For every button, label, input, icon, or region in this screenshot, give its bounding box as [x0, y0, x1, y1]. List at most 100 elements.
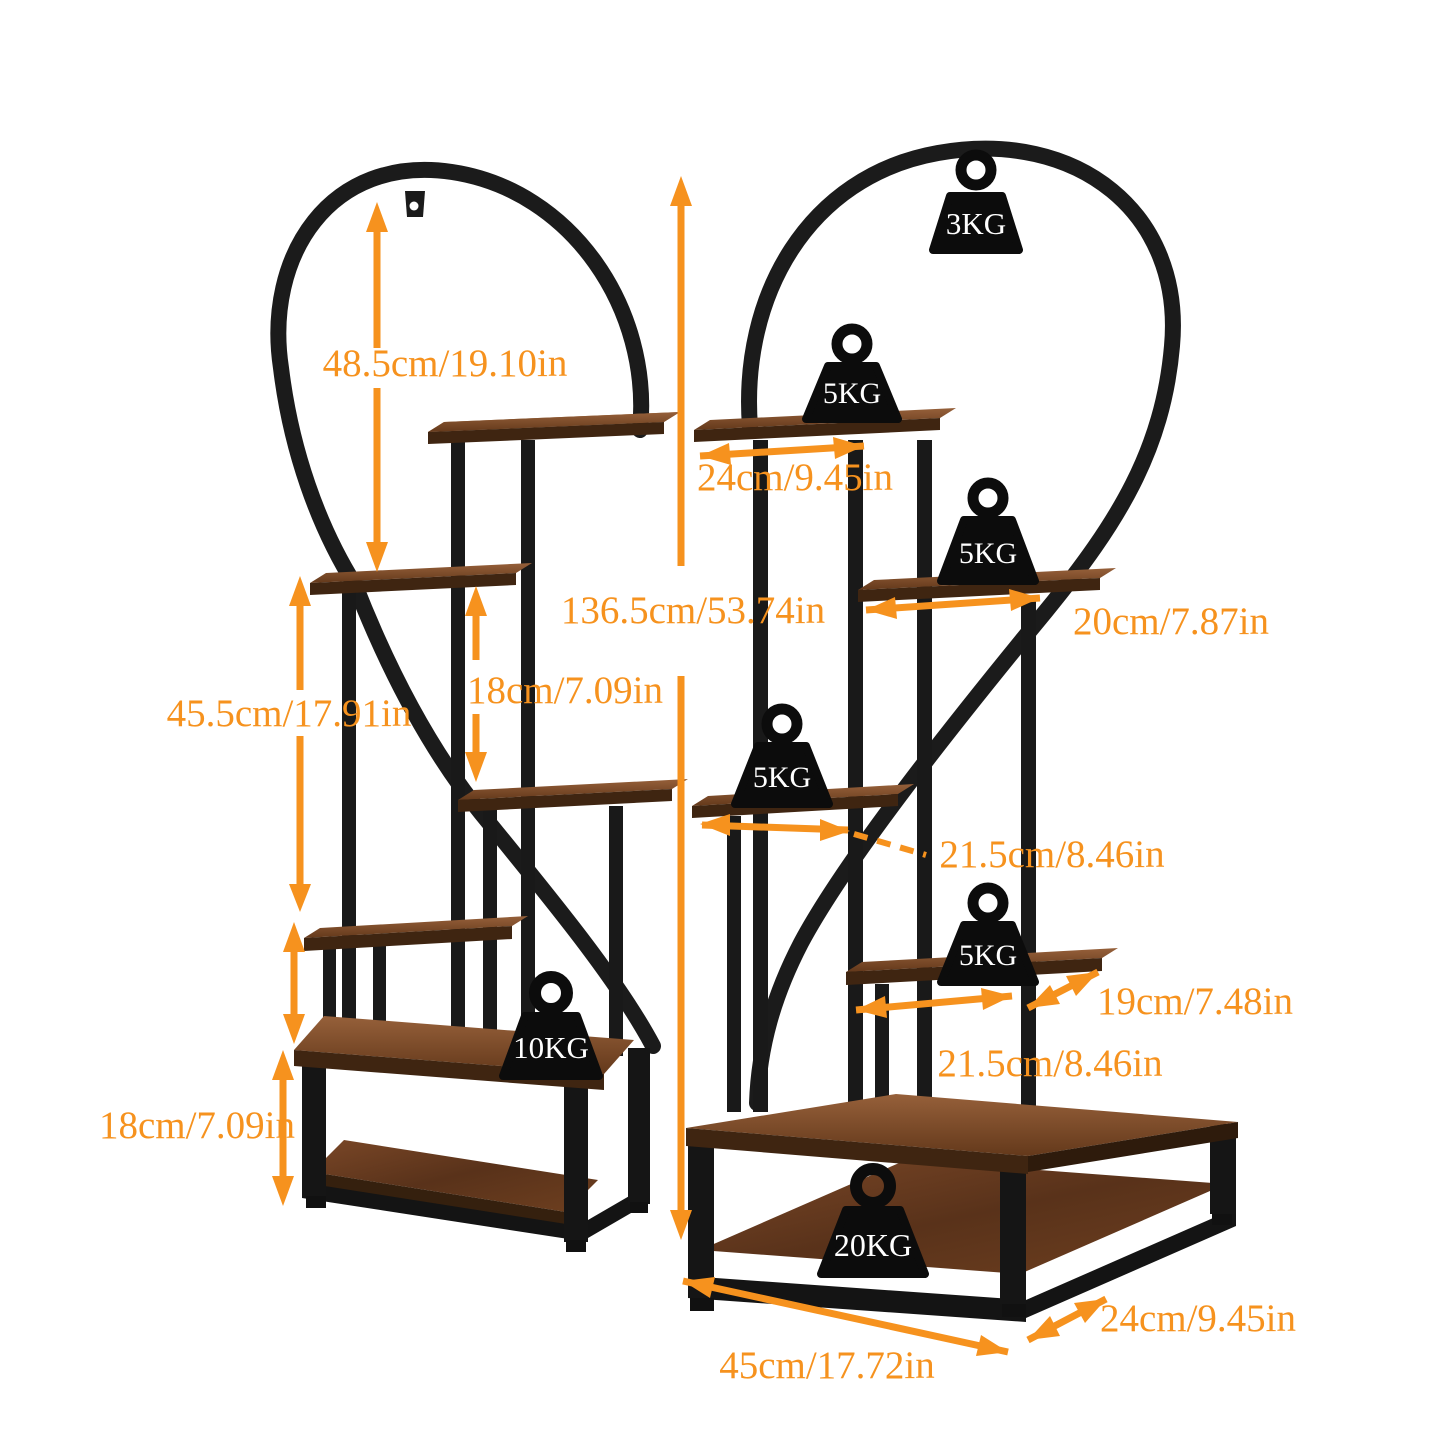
dimension-label: 18cm/7.09in: [467, 669, 663, 712]
weight-icon-5kg-tier3: 5KG: [731, 703, 833, 808]
base-foot: [690, 1298, 714, 1311]
weight-label: 10KG: [513, 1030, 589, 1065]
weight-ring: [967, 477, 1009, 519]
base-bottom-rail: [688, 1276, 1026, 1322]
dimension-base-depth: 24cm/9.45in: [1026, 1295, 1296, 1344]
arrow-head: [700, 814, 730, 836]
post: [609, 806, 623, 1056]
dimension-label: 48.5cm/19.10in: [323, 342, 568, 385]
weight-body: [802, 362, 902, 423]
shelf-top: [310, 563, 532, 583]
arrow-head: [820, 819, 850, 841]
arrow-line: [682, 1277, 1009, 1356]
right-stand: 3KG 5KG 5KG 5KG 5KG 20KG: [686, 140, 1238, 1322]
hanging-hook: [405, 191, 425, 217]
dimension-label: 19cm/7.48in: [1097, 980, 1293, 1023]
arrow-head: [1066, 972, 1098, 996]
post: [875, 984, 889, 1122]
base-foot: [1212, 1214, 1232, 1225]
base-top-slab: [686, 1094, 1238, 1156]
dimension-label: 45cm/17.72in: [719, 1344, 935, 1387]
base-foot: [306, 1196, 326, 1208]
weight-body: [929, 192, 1023, 254]
weight-label: 5KG: [823, 377, 881, 410]
shelf-edge: [304, 926, 512, 951]
arrow-head: [670, 1210, 692, 1240]
dimension-lower-shelf-depth: 21.5cm/8.46in: [855, 988, 1163, 1085]
weight-body: [817, 1206, 929, 1278]
dimension-annotations: 48.5cm/19.10in 24cm/9.45in 136.5cm/53.74…: [99, 176, 1296, 1387]
weight-label: 3KG: [946, 206, 1006, 241]
dimension-second-shelf-width: 20cm/7.87in: [865, 589, 1269, 643]
arrow-head: [700, 443, 731, 465]
arrow-head: [976, 1335, 1008, 1356]
dimension-label: 24cm/9.45in: [1100, 1297, 1296, 1340]
arrow-head: [670, 176, 692, 206]
base-side-rail: [1026, 1208, 1236, 1318]
weight-label: 5KG: [959, 939, 1017, 972]
weight-icon-5kg-tier4: 5KG: [937, 882, 1039, 986]
dimension-tier-spacing: 18cm/7.09in: [465, 586, 663, 782]
arrow-head: [272, 1050, 294, 1080]
base-post: [688, 1140, 714, 1298]
arrow-head: [683, 1277, 715, 1298]
arrow-head: [283, 1014, 305, 1044]
weight-label: 5KG: [753, 761, 811, 794]
shelf-edge: [858, 578, 1100, 602]
weight-icon-20kg: 20KG: [817, 1163, 929, 1278]
weight-body: [937, 516, 1039, 585]
dimension-middle-shelf-depth: 21.5cm/8.46in: [700, 814, 1165, 876]
post: [727, 816, 741, 1112]
base-foot: [566, 1240, 586, 1252]
arrow-head: [465, 586, 487, 616]
heart-tube-left: [270, 162, 661, 1054]
shelf-edge: [310, 573, 516, 595]
base-top-edge: [686, 1128, 1028, 1174]
shelf-edge: [428, 422, 664, 444]
dimension-label: 21.5cm/8.46in: [939, 833, 1164, 876]
post: [917, 440, 932, 1124]
shelf-edge: [694, 418, 940, 442]
dimension-column-height: 45.5cm/17.91in: [167, 576, 411, 912]
post: [521, 440, 535, 1050]
base-foot: [630, 1202, 648, 1213]
arrow-head: [289, 884, 311, 912]
dimension-label: 24cm/9.45in: [697, 456, 893, 499]
arrow-head: [272, 1176, 294, 1206]
dimension-label: 20cm/7.87in: [1073, 600, 1269, 643]
left-stand: 10KG: [270, 162, 688, 1252]
dimension-label: 18cm/7.09in: [99, 1104, 295, 1147]
weight-icon-3kg: 3KG: [929, 149, 1023, 254]
base-post: [302, 1062, 326, 1198]
arrow-head: [366, 202, 388, 232]
base-bottom-board: [312, 1140, 598, 1212]
arrow-head: [866, 597, 897, 619]
weight-ring: [967, 882, 1009, 924]
weight-ring: [761, 703, 803, 745]
weight-icon-10kg: 10KG: [499, 971, 603, 1080]
arrow-head: [283, 922, 305, 952]
shelf-edge: [458, 789, 672, 812]
post: [373, 946, 386, 1044]
dimension-arc-height: 48.5cm/19.10in: [323, 202, 568, 572]
weight-ring: [955, 149, 997, 191]
weight-label: 20KG: [834, 1227, 912, 1263]
base-foot: [1002, 1304, 1026, 1317]
arrow-head: [366, 542, 388, 572]
dimension-label: 136.5cm/53.74in: [561, 589, 825, 632]
arrow-head: [1074, 1299, 1106, 1323]
arrow-head: [856, 996, 887, 1018]
dimension-overall-height: 136.5cm/53.74in: [561, 176, 825, 1240]
weight-ring: [850, 1163, 896, 1209]
dimension-base-height: 18cm/7.09in: [99, 922, 305, 1206]
weight-icon-5kg-tier1: 5KG: [802, 323, 902, 423]
dashed-leader: [853, 831, 927, 858]
post: [848, 440, 863, 1118]
weight-body: [499, 1012, 603, 1080]
hook-hole: [409, 201, 419, 211]
dimension-base-width: 45cm/17.72in: [682, 1277, 1009, 1387]
arrow-head: [833, 437, 864, 459]
arrow-head: [1009, 589, 1040, 611]
arrow-head: [1028, 1316, 1060, 1340]
